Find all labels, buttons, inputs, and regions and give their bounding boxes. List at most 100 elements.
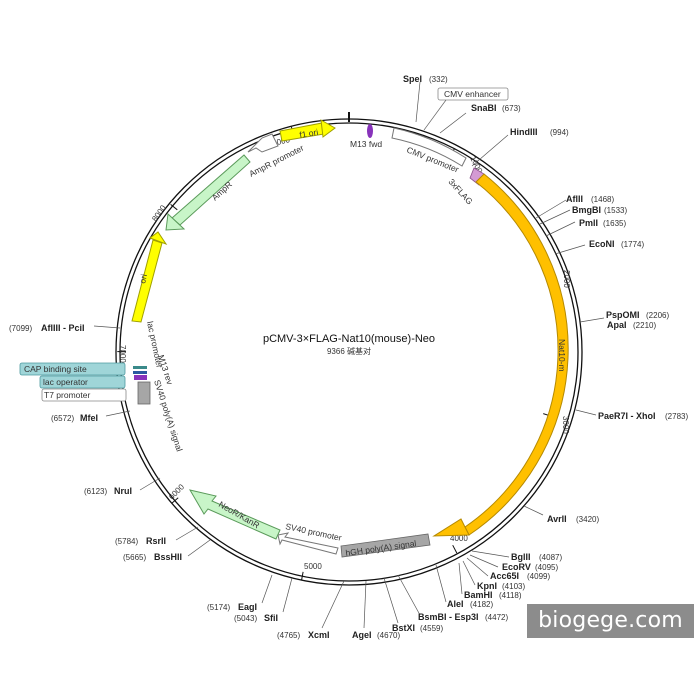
svg-text:M13 fwd: M13 fwd [350, 139, 382, 149]
site-EcoRV: EcoRV (4095) [469, 554, 558, 572]
site-NruI: NruI (6123) [84, 477, 161, 496]
svg-text:AflIII - PciI: AflIII - PciI [41, 323, 85, 333]
svg-text:ApaI: ApaI [607, 320, 627, 330]
nat10-arrowhead [432, 518, 470, 537]
svg-text:AvrII: AvrII [547, 514, 567, 524]
svg-text:(7099): (7099) [9, 324, 32, 333]
site-AflIII: AflIII - PciI (7099) [9, 323, 121, 333]
sv40-polya-feature [137, 381, 151, 405]
svg-text:PaeR7I - XhoI: PaeR7I - XhoI [598, 411, 656, 421]
site-BamHI: BamHI (4118) [458, 562, 522, 600]
t7-promoter-feature [134, 375, 147, 380]
site-XcmI: XcmI (4765) [277, 580, 345, 640]
svg-text:SV40 poly(A) signal: SV40 poly(A) signal [152, 379, 185, 453]
svg-text:(4182): (4182) [470, 600, 493, 609]
cmv-promoter-feature [391, 127, 467, 167]
ampr-promoter-feature [247, 133, 279, 153]
svg-text:AgeI: AgeI [352, 630, 372, 640]
svg-text:SnaBI: SnaBI [471, 103, 497, 113]
site-SfiI: SfiI (5043) [234, 577, 293, 623]
tick-7000: 7000 [117, 345, 127, 363]
site-HindIII: HindIII (994) [471, 127, 569, 167]
nat10-feature [464, 173, 569, 536]
svg-text:3xFLAG: 3xFLAG [447, 177, 475, 207]
site-BssHII: BssHII (5665) [123, 539, 211, 562]
tick-5000: 5000 [301, 562, 322, 581]
site-RsrII: RsrII (5784) [115, 526, 199, 546]
tick-4000: 4000 [450, 534, 468, 554]
sv40-promoter-feature [277, 532, 339, 555]
neo-kan-feature [188, 489, 281, 540]
svg-text:(2210): (2210) [633, 321, 656, 330]
svg-text:NruI: NruI [114, 486, 132, 496]
site-PspOMI: PspOMI (2206) [579, 310, 669, 323]
ori-feature [131, 239, 163, 323]
svg-text:8000: 8000 [150, 203, 168, 223]
svg-text:BsmBI - Esp3I: BsmBI - Esp3I [418, 612, 479, 622]
svg-text:4000: 4000 [450, 534, 468, 543]
site-PaeR7I: PaeR7I - XhoI (2783) [575, 409, 688, 421]
lac-operator-feature [133, 371, 147, 374]
site-AflII: AflII (1468) [535, 194, 614, 219]
svg-text:(6572): (6572) [51, 414, 74, 423]
site-Acc65I: Acc65I (4099) [466, 557, 550, 581]
svg-text:(4765): (4765) [277, 631, 300, 640]
site-BstXI: BstXI (4559) [383, 577, 443, 633]
svg-text:Nat10-m: Nat10-m [557, 339, 567, 372]
svg-text:(4099): (4099) [527, 572, 550, 581]
site-BsmBI: BsmBI - Esp3I (4472) [397, 574, 508, 622]
svg-text:BmgBI: BmgBI [572, 205, 601, 215]
ampr-feature [171, 154, 251, 226]
svg-text:BamHI: BamHI [464, 590, 493, 600]
svg-text:7000: 7000 [118, 345, 127, 363]
svg-text:(5784): (5784) [115, 537, 138, 546]
svg-text:f1 ori: f1 ori [299, 127, 319, 140]
site-PmlI: PmlI (1635) [545, 218, 626, 237]
f1-ori-arrowhead [320, 119, 336, 138]
svg-text:(4670): (4670) [377, 631, 400, 640]
svg-text:ori: ori [137, 273, 149, 284]
svg-text:HindIII: HindIII [510, 127, 538, 137]
svg-text:2000: 2000 [562, 270, 571, 288]
svg-text:SpeI: SpeI [403, 74, 422, 84]
ampr-arrowhead [165, 212, 186, 231]
site-AvrII: AvrII (3420) [523, 505, 599, 524]
m13-fwd-feature [367, 124, 373, 138]
svg-text:(994): (994) [550, 128, 569, 137]
site-KpnI: KpnI (4103) [462, 560, 525, 591]
svg-text:5000: 5000 [304, 562, 322, 571]
svg-text:(4472): (4472) [485, 613, 508, 622]
svg-text:EcoRV: EcoRV [502, 562, 531, 572]
svg-text:(673): (673) [502, 104, 521, 113]
site-AgeI: AgeI (4670) [352, 580, 400, 640]
svg-text:Acc65I: Acc65I [490, 571, 519, 581]
svg-text:MfeI: MfeI [80, 413, 98, 423]
watermark-logo: biogege.com [527, 604, 694, 638]
svg-text:(4103): (4103) [502, 582, 525, 591]
svg-text:RsrII: RsrII [146, 536, 166, 546]
site-AleI: AleI (4182) [435, 564, 493, 609]
site-MfeI: MfeI (6572) [51, 410, 131, 423]
plasmid-name: pCMV-3×FLAG-Nat10(mouse)-Neo [263, 333, 435, 345]
svg-text:lac operator: lac operator [43, 377, 88, 387]
svg-text:(1774): (1774) [621, 240, 644, 249]
svg-text:PmlI: PmlI [579, 218, 598, 228]
svg-text:(4095): (4095) [535, 563, 558, 572]
svg-text:(3420): (3420) [576, 515, 599, 524]
svg-text:XcmI: XcmI [308, 630, 330, 640]
site-BmgBI: BmgBI (1533) [539, 205, 627, 225]
svg-text:BglII: BglII [511, 552, 531, 562]
svg-text:(4087): (4087) [539, 553, 562, 562]
site-ApaI: ApaI (2210) [607, 320, 656, 330]
svg-text:(5665): (5665) [123, 553, 146, 562]
svg-text:lac promoter: lac promoter [145, 320, 165, 368]
ori-arrowhead [148, 231, 168, 246]
svg-text:AleI: AleI [447, 599, 464, 609]
site-SpeI: SpeI (332) [403, 74, 448, 123]
site-SnaBI: SnaBI (673) [439, 103, 521, 134]
svg-text:(5043): (5043) [234, 614, 257, 623]
svg-text:3000: 3000 [561, 416, 570, 434]
svg-text:(1468): (1468) [591, 195, 614, 204]
